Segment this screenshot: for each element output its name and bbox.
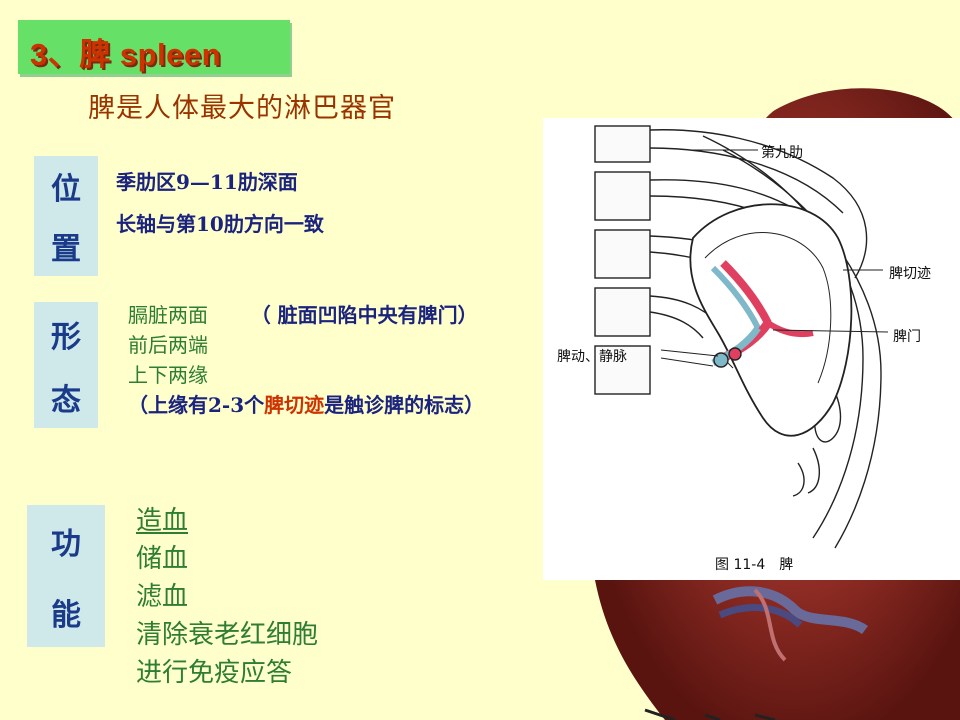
shape-line-4-c: 是触诊脾的标志） xyxy=(324,393,485,417)
subtitle: 脾是人体最大的淋巴器官 xyxy=(88,93,396,124)
position-line-2: 长轴与第10肋方向一致 xyxy=(116,212,324,236)
shape-line-3: 上下两缘 xyxy=(128,363,208,387)
function-item: 清除衰老红细胞 xyxy=(136,620,319,650)
slide-title: 3、脾 spleen xyxy=(30,37,222,72)
figure-caption: 图 11-4 脾 xyxy=(715,557,794,573)
label-shape-char-2: 态 xyxy=(51,382,81,418)
label-function-char-2: 能 xyxy=(51,597,81,633)
label-splenic-notch: 脾切迹 xyxy=(889,266,931,282)
diagram-illustration xyxy=(594,125,889,549)
shape-line-1-a: 膈脏两面 xyxy=(128,303,208,327)
label-shape-char-1: 形 xyxy=(51,319,81,355)
shape-line-1: 膈脏两面 （ 脏面凹陷中央有脾门） xyxy=(128,300,484,330)
label-shape: 形 态 xyxy=(34,302,98,428)
title-banner: 3、脾 spleen xyxy=(18,20,290,74)
label-hilum: 脾门 xyxy=(893,329,921,345)
label-vessels: 脾动、静脉 xyxy=(557,349,627,365)
function-list: 造血 储血 滤血 清除衰老红细胞 进行免疫应答 xyxy=(136,502,318,692)
shape-line-1-b: （ 脏面凹陷中央有脾门） xyxy=(250,303,478,327)
position-line-1: 季肋区9—11肋深面 xyxy=(116,170,298,194)
shape-line-2: 前后两端 xyxy=(128,333,208,357)
shape-text-block: 膈脏两面 （ 脏面凹陷中央有脾门） 前后两端 上下两缘 （上缘有2-3个脾切迹是… xyxy=(128,300,484,420)
function-item: 储血 xyxy=(136,544,189,574)
splenic-notch-term: 脾切迹 xyxy=(264,393,325,417)
label-function: 功 能 xyxy=(27,505,105,647)
label-position: 位 置 xyxy=(34,156,98,276)
label-rib9: 第九肋 xyxy=(761,145,803,161)
shape-line-4-a: （上缘有2-3个 xyxy=(128,393,265,417)
function-item: 造血 xyxy=(136,506,189,536)
shape-line-4: （上缘有2-3个脾切迹是触诊脾的标志） xyxy=(128,390,484,420)
spleen-diagram: 第九肋 脾切迹 脾门 脾动、静脉 图 11-4 脾 xyxy=(543,118,960,580)
label-position-char-2: 置 xyxy=(51,232,81,267)
function-item: 滤血 xyxy=(136,582,189,612)
function-item: 进行免疫应答 xyxy=(136,658,293,688)
label-function-char-1: 功 xyxy=(51,526,81,562)
label-position-char-1: 位 xyxy=(51,172,81,207)
